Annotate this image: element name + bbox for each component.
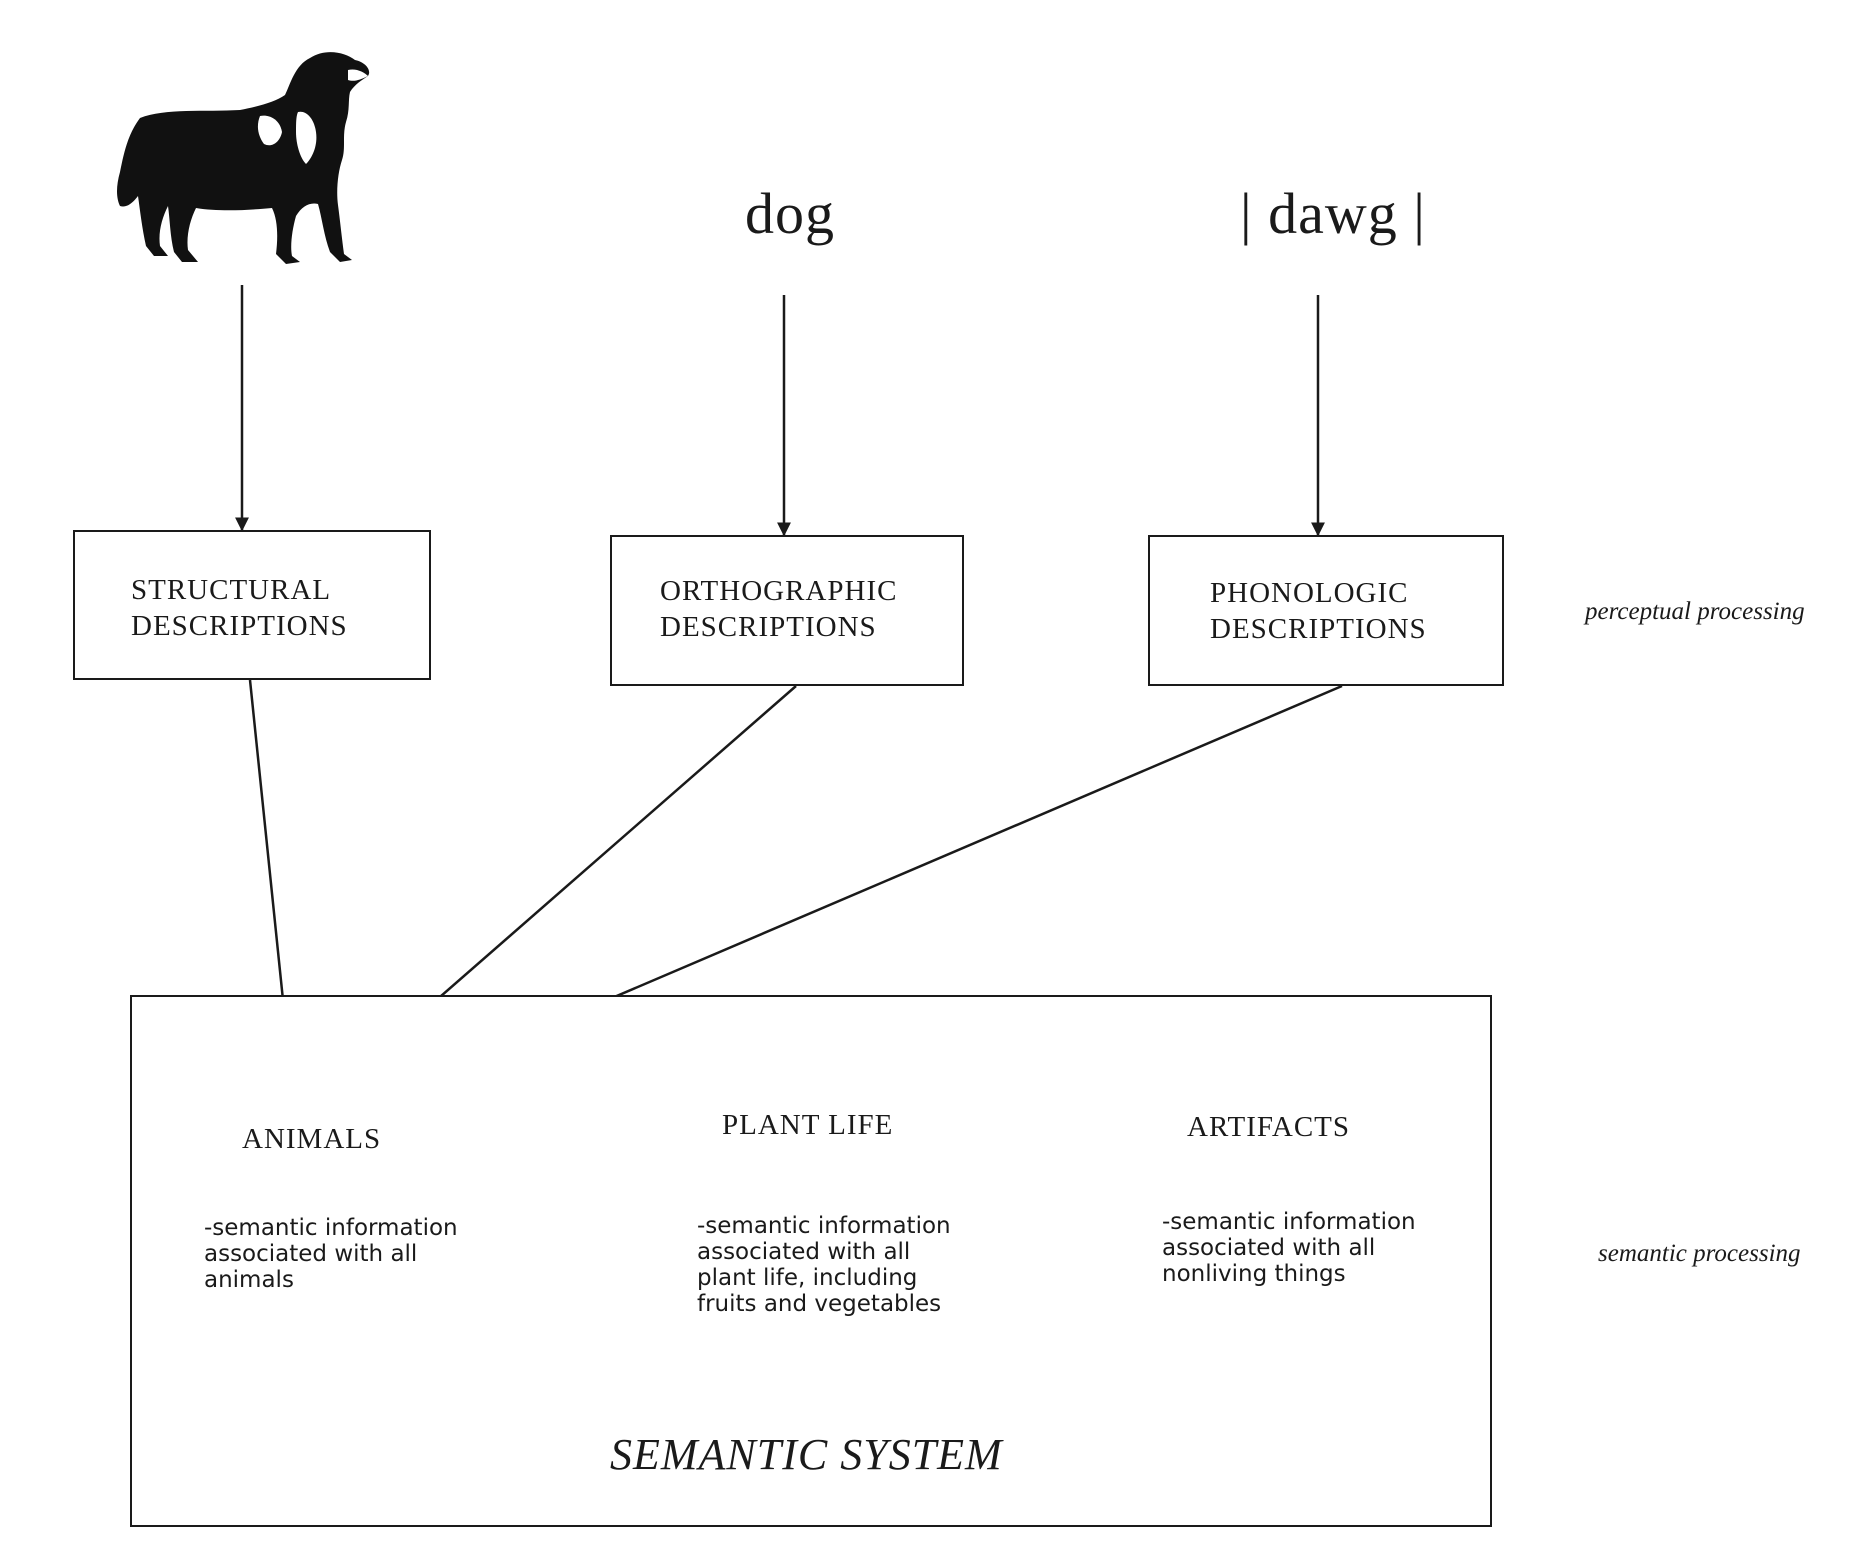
structural-line-1: STRUCTURAL bbox=[131, 574, 332, 606]
category-desc-artifacts: -semantic information associated with al… bbox=[1162, 1209, 1416, 1287]
semantic-system-box: ANIMALS -semantic information associated… bbox=[130, 995, 1492, 1527]
category-desc-plant-life: -semantic information associated with al… bbox=[697, 1213, 951, 1317]
phonologic-line-1: PHONOLOGIC bbox=[1210, 577, 1409, 609]
structural-line-2: DESCRIPTIONS bbox=[131, 610, 348, 642]
spoken-word: | dawg | bbox=[1240, 181, 1426, 246]
category-title-animals: ANIMALS bbox=[242, 1123, 382, 1155]
phonologic-line-2: DESCRIPTIONS bbox=[1210, 613, 1427, 645]
semantic-processing-label: semantic processing bbox=[1598, 1240, 1801, 1267]
perceptual-processing-label: perceptual processing bbox=[1585, 598, 1805, 625]
semantic-system-title: SEMANTIC SYSTEM bbox=[610, 1430, 1003, 1479]
structural-descriptions-box: STRUCTURAL DESCRIPTIONS bbox=[73, 530, 431, 680]
category-title-artifacts: ARTIFACTS bbox=[1187, 1111, 1351, 1143]
dog-picture bbox=[117, 52, 370, 264]
written-word: dog bbox=[745, 181, 835, 246]
phonologic-descriptions-box: PHONOLOGIC DESCRIPTIONS bbox=[1148, 535, 1504, 686]
orthographic-line-2: DESCRIPTIONS bbox=[660, 611, 877, 643]
category-desc-animals: -semantic information associated with al… bbox=[204, 1215, 458, 1293]
orthographic-descriptions-box: ORTHOGRAPHIC DESCRIPTIONS bbox=[610, 535, 964, 686]
category-title-plant-life: PLANT LIFE bbox=[722, 1109, 894, 1141]
orthographic-line-1: ORTHOGRAPHIC bbox=[660, 575, 898, 607]
